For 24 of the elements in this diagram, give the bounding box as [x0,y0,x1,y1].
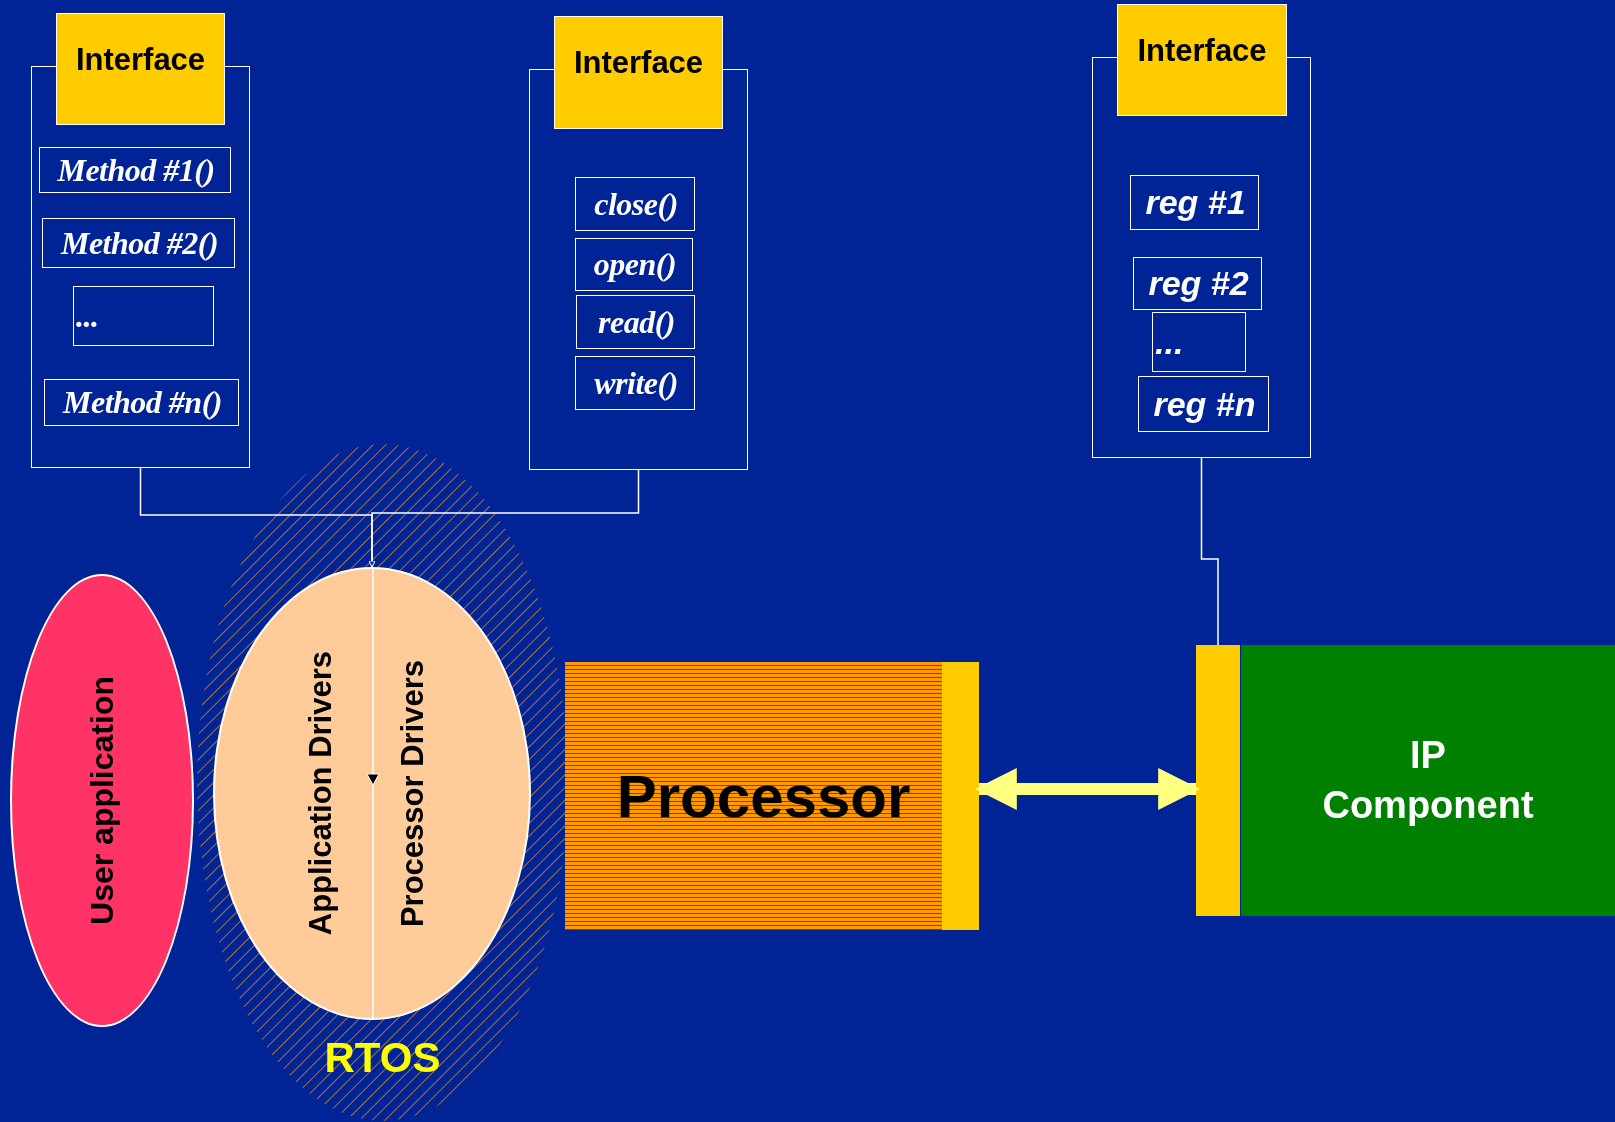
method-box: Method #1() [39,147,231,193]
interface-header: Interface [554,16,723,129]
interface-header: Interface [1117,4,1287,116]
port-bar [942,662,979,930]
register-box: reg #2 [1133,257,1262,310]
ip-component-block: IP Component [1241,645,1615,916]
ellipsis-box: ... [1152,312,1246,372]
method-box: Method #n() [44,379,239,426]
interface-header: Interface [56,13,225,125]
method-box: open() [575,238,693,291]
double-arrow [974,768,1201,810]
register-box: reg #1 [1130,175,1259,230]
register-box: reg #n [1138,376,1269,432]
method-box: read() [576,295,695,349]
connector-line [1200,457,1219,646]
method-box: Method #2() [42,218,235,268]
application-label: User application [83,676,121,925]
ellipsis-box: ... [73,286,214,346]
port-bar [1196,645,1240,916]
method-box: close() [575,177,695,231]
driver-label: Processor Drivers [395,659,431,928]
arrow [368,469,640,568]
method-box: write() [575,356,695,410]
driver-label: Application Drivers [303,651,339,936]
